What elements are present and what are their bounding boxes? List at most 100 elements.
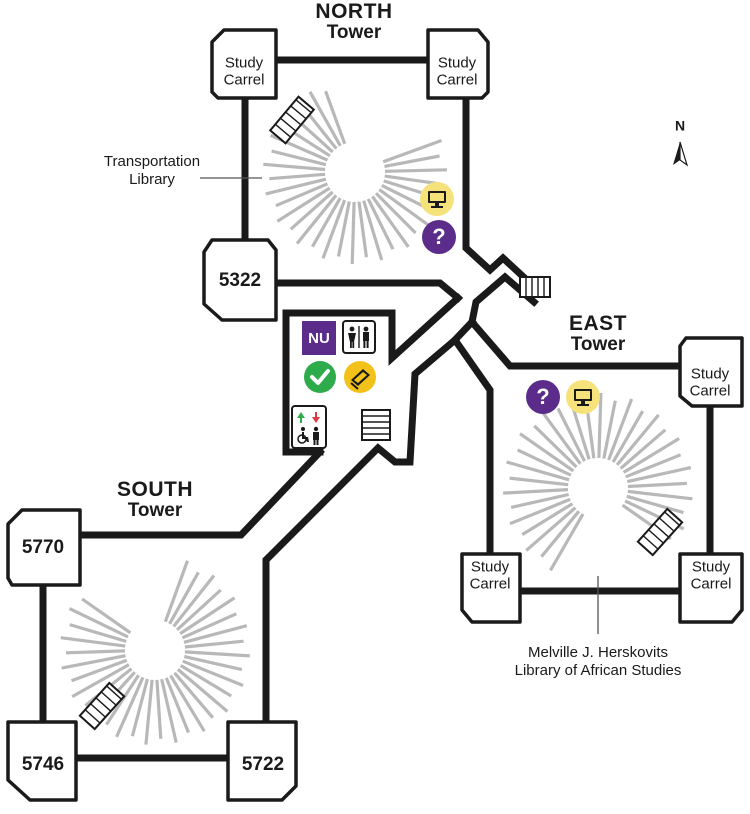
help-glyph: ? — [536, 384, 550, 409]
hub-wall — [282, 293, 463, 456]
shelf — [556, 407, 586, 462]
shelf — [549, 513, 585, 572]
shelf — [378, 188, 431, 228]
herskovits-library-label: Melville J. Herskovits Library of Africa… — [515, 644, 682, 680]
shelf — [71, 663, 130, 698]
stairs-hub-east — [519, 276, 551, 298]
shelf — [263, 162, 326, 172]
room-5770[interactable] — [6, 508, 82, 587]
carrel-north-left-label: Study Carrel — [223, 55, 265, 89]
room-5722-label: 5722 — [241, 754, 285, 776]
shelf — [336, 201, 351, 257]
tower-sub: Tower — [127, 500, 183, 522]
hub-wall — [262, 335, 460, 729]
carrel-east-bottom-left[interactable] — [460, 552, 522, 624]
shelf — [115, 676, 145, 738]
carrel-line: Study — [690, 365, 730, 383]
shelf — [540, 410, 582, 465]
shelf — [65, 649, 126, 655]
shelf — [382, 138, 443, 164]
shelf — [182, 659, 244, 687]
carrel-east-bottom-right[interactable] — [678, 552, 744, 624]
tower-sub: Tower — [326, 22, 382, 44]
shelf — [371, 195, 410, 248]
collection-line: Library — [129, 171, 175, 188]
stairs-hub-center — [361, 409, 391, 441]
carrel-line: Carrel — [690, 575, 732, 592]
carrel-line: Carrel — [689, 382, 731, 399]
north-arrow-icon — [673, 141, 689, 167]
transportation-library-label: Transportation Library — [104, 153, 200, 189]
carrel-line: Carrel — [469, 575, 511, 592]
shelf — [597, 392, 603, 459]
tower-sub: Tower — [570, 334, 626, 356]
carrel-line: Study — [437, 54, 477, 72]
shelf — [506, 460, 570, 482]
shelf — [163, 560, 190, 623]
shelf — [374, 192, 417, 235]
shelf — [271, 149, 327, 167]
east-tower-label: EAST Tower — [569, 312, 627, 356]
room-5322[interactable] — [202, 238, 278, 322]
shelf — [276, 186, 331, 223]
shelf — [155, 679, 163, 739]
shelf — [626, 466, 692, 484]
south-tower-label: SOUTH Tower — [117, 478, 193, 522]
shelf — [350, 201, 356, 265]
shelf — [384, 174, 441, 186]
room-5722[interactable] — [226, 720, 298, 802]
carrel-north-right[interactable] — [426, 28, 490, 100]
room-5322-label: 5322 — [218, 270, 262, 292]
shelf — [308, 91, 342, 147]
shelf — [265, 177, 327, 196]
shelf — [622, 437, 680, 474]
carrel-line: Study — [470, 558, 510, 576]
carrel-north-right-label: Study Carrel — [436, 54, 478, 89]
shelf — [173, 671, 215, 719]
stairs-east — [636, 507, 684, 557]
south-shelving — [60, 560, 250, 745]
collection-line: Transportation — [103, 153, 201, 170]
shelf — [384, 154, 440, 168]
shelf — [169, 674, 206, 733]
shelf — [172, 574, 216, 628]
room-5746-label: 5746 — [21, 754, 65, 776]
shelf — [168, 571, 200, 625]
shelf — [366, 198, 395, 250]
shelf — [510, 492, 570, 509]
shelf — [176, 668, 229, 713]
shelf — [105, 674, 140, 726]
collection-line: Library of African Studies — [514, 662, 682, 679]
shelf — [70, 658, 128, 683]
north-tower-wall — [272, 279, 463, 303]
stairs-south — [78, 681, 126, 731]
nu-logo-icon: NU — [302, 321, 336, 355]
shelf — [176, 588, 222, 631]
shelf — [503, 488, 569, 495]
help-icon[interactable]: ? — [422, 220, 456, 254]
shelf — [625, 453, 682, 479]
north-tower-wall — [462, 88, 535, 288]
shelf — [164, 677, 190, 734]
shelf — [525, 506, 577, 552]
shelf — [61, 654, 126, 670]
carrel-line: Carrel — [223, 71, 265, 88]
carrel-north-left[interactable] — [210, 28, 278, 100]
nu-logo-text: NU — [308, 329, 330, 347]
shelf — [275, 182, 329, 208]
east-shelving — [503, 392, 693, 572]
carrel-east-top[interactable] — [678, 336, 744, 408]
north-tower-label: NORTH Tower — [315, 0, 392, 44]
room-5770-label: 5770 — [21, 537, 65, 559]
shelf — [626, 494, 684, 515]
shelf — [68, 607, 129, 639]
carrel-line: Carrel — [436, 71, 478, 88]
shelf — [324, 90, 347, 145]
help-icon[interactable]: ? — [526, 380, 560, 414]
room-5746[interactable] — [6, 720, 78, 802]
shelf — [289, 190, 334, 231]
shelf — [615, 413, 660, 466]
hub-wall — [76, 447, 325, 539]
carrel-east-bottom-right-label: Study Carrel — [690, 559, 732, 593]
compass-label: N — [674, 117, 686, 134]
